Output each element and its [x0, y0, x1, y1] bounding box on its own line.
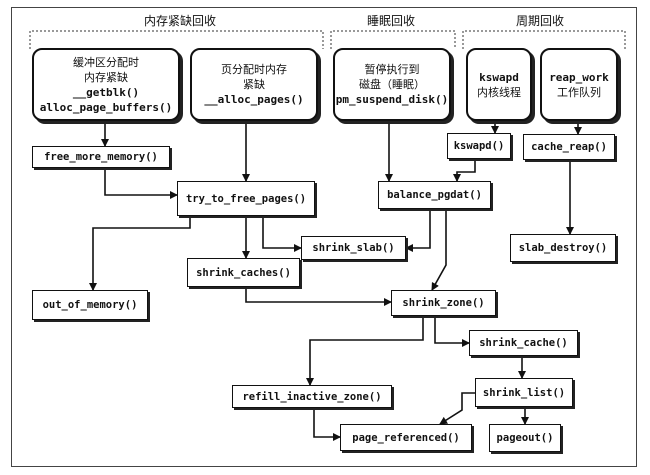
trigger-page-alloc-line-3: __alloc_pages(): [204, 93, 304, 106]
arrow-try-to-free-pages-to-out-of-memory: [89, 216, 191, 291]
trigger-kswapd-line-2: 内核线程: [477, 85, 521, 99]
arrow-balance-pgdat-to-shrink-zone: [431, 209, 447, 291]
fn-shrink-list: shrink_list(): [475, 378, 573, 407]
group-frame-memory-pressure: [29, 30, 324, 49]
arrow-shrink-zone-to-refill-inactive-zone: [306, 316, 424, 386]
fn-shrink-zone: shrink_zone(): [391, 290, 496, 316]
trigger-buffer-alloc-line-3: __getblk(): [72, 85, 140, 99]
arrow-balance-pgdat-to-shrink-slab: [405, 209, 431, 252]
trigger-page-alloc-line-2: 紧缺: [243, 78, 265, 91]
trigger-buffer-alloc-line-4: alloc_page_buffers(): [39, 100, 173, 114]
trigger-suspend: 暂停执行到 磁盘（睡眠） pm_suspend_disk(): [333, 48, 451, 121]
fn-slab-destroy: slab_destroy(): [510, 234, 616, 262]
arrow-shrink-caches-to-shrink-zone: [245, 287, 392, 306]
trigger-reap-work: reap_work 工作队列: [540, 48, 618, 121]
fn-page-referenced: page_referenced(): [340, 424, 472, 451]
fn-shrink-slab: shrink_slab(): [301, 236, 406, 260]
group-label-memory-pressure: 内存紧缺回收: [143, 14, 216, 28]
fn-balance-pgdat: balance_pgdat(): [378, 181, 491, 209]
trigger-suspend-line-2: 磁盘（睡眠）: [359, 78, 425, 91]
diagram-frame: [11, 7, 637, 467]
fn-cache-reap: cache_reap(): [523, 134, 615, 160]
trigger-kswapd: kswapd 内核线程: [466, 48, 532, 121]
trigger-buffer-alloc-line-2: 内存紧缺: [84, 70, 128, 84]
trigger-page-alloc-line-1: 页分配时内存: [221, 63, 287, 76]
arrow-refill-inactive-zone-to-page-referenced: [313, 408, 341, 441]
group-label-periodic: 周期回收: [515, 14, 564, 28]
fn-free-more-memory: free_more_memory(): [32, 146, 170, 168]
trigger-suspend-line-1: 暂停执行到: [364, 63, 420, 76]
arrow-free-more-memory-to-try-to-free-pages: [104, 168, 178, 199]
trigger-buffer-alloc: 缓冲区分配时 内存紧缺 __getblk() alloc_page_buffer…: [32, 48, 180, 121]
fn-out-of-memory: out_of_memory(): [32, 290, 148, 320]
fn-kswapd: kswapd(): [447, 133, 511, 159]
trigger-suspend-line-3: pm_suspend_disk(): [335, 93, 449, 106]
fn-shrink-caches: shrink_caches(): [187, 258, 300, 287]
fn-refill-inactive-zone: refill_inactive_zone(): [232, 385, 392, 408]
arrow-kswapd-fn-to-balance-pgdat: [453, 159, 476, 182]
fn-try-to-free-pages: try_to_free_pages(): [177, 181, 315, 216]
group-frame-sleep: [330, 30, 456, 49]
arrow-shrink-zone-to-shrink-cache: [434, 316, 470, 347]
trigger-buffer-alloc-line-1: 缓冲区分配时: [73, 55, 139, 69]
trigger-reap-work-line-1: reap_work: [549, 70, 609, 84]
fn-pageout: pageout(): [489, 424, 561, 452]
group-label-sleep: 睡眠回收: [366, 14, 415, 28]
trigger-page-alloc: 页分配时内存 紧缺 __alloc_pages(): [190, 48, 318, 121]
arrow-try-to-free-pages-to-shrink-slab: [262, 216, 302, 252]
trigger-kswapd-line-1: kswapd: [479, 70, 519, 84]
fn-shrink-cache: shrink_cache(): [469, 330, 578, 356]
group-frame-periodic: [462, 30, 626, 49]
trigger-reap-work-line-2: 工作队列: [557, 85, 601, 99]
